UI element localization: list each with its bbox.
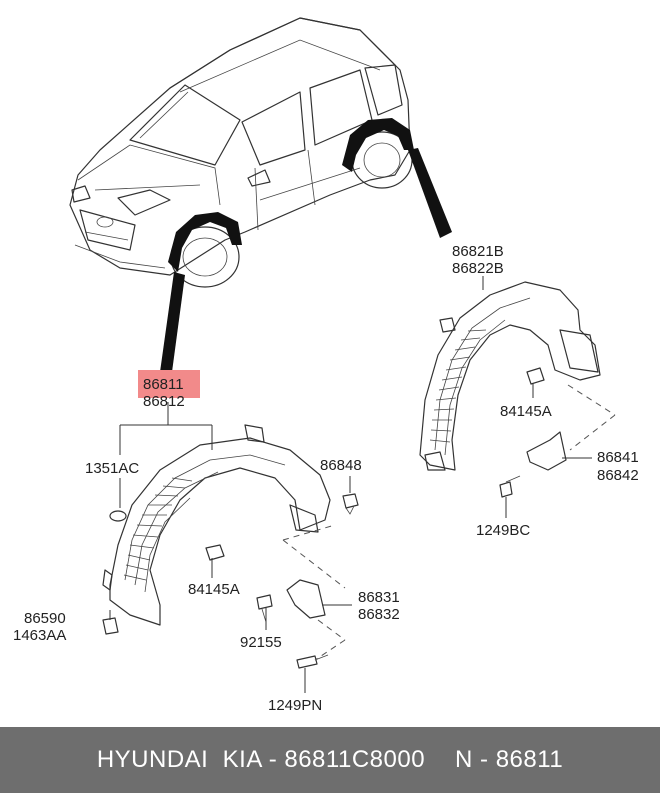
rear-liner-silhouette: [342, 118, 414, 172]
label-86590: 86590: [24, 610, 66, 627]
rear-pointer: [408, 148, 452, 238]
label-92155: 92155: [240, 634, 282, 651]
footer-part-number: HYUNDAI KIA - 86811C8000: [96, 746, 426, 773]
highlight-box: [138, 370, 200, 398]
footer-bar: HYUNDAI KIA - 86811C8000 N - 86811: [0, 727, 660, 793]
label-86811: 86811: [143, 376, 184, 393]
front-wheel-liner: [102, 424, 331, 626]
label-1463AA: 1463AA: [13, 627, 66, 644]
rear-wheel-liner: [419, 281, 601, 471]
fasteners: [102, 367, 567, 669]
label-86812: 86812: [143, 393, 185, 410]
label-86821B: 86821B: [452, 243, 504, 260]
part-labels: 86811 86812 1351AC 86848 84145A 86590 14…: [13, 243, 639, 714]
footer-reference: N - 86811: [455, 746, 564, 773]
label-1249PN: 1249PN: [268, 697, 322, 714]
parts-diagram: 86811 86812 1351AC 86848 84145A 86590 14…: [13, 17, 639, 714]
label-84145A-rear: 84145A: [500, 403, 552, 420]
front-liner-silhouette: [168, 212, 242, 272]
leader-lines: [109, 276, 616, 693]
label-1249BC: 1249BC: [476, 522, 530, 539]
label-1351AC: 1351AC: [85, 460, 139, 477]
label-86822B: 86822B: [452, 260, 504, 277]
front-pointer: [160, 272, 185, 372]
label-84145A-front: 84145A: [188, 581, 240, 598]
label-86831: 86831: [358, 589, 400, 606]
label-86848: 86848: [320, 457, 362, 474]
label-86842: 86842: [597, 467, 639, 484]
car-illustration: [69, 17, 452, 372]
label-86841: 86841: [597, 449, 639, 466]
label-86832: 86832: [358, 606, 400, 623]
